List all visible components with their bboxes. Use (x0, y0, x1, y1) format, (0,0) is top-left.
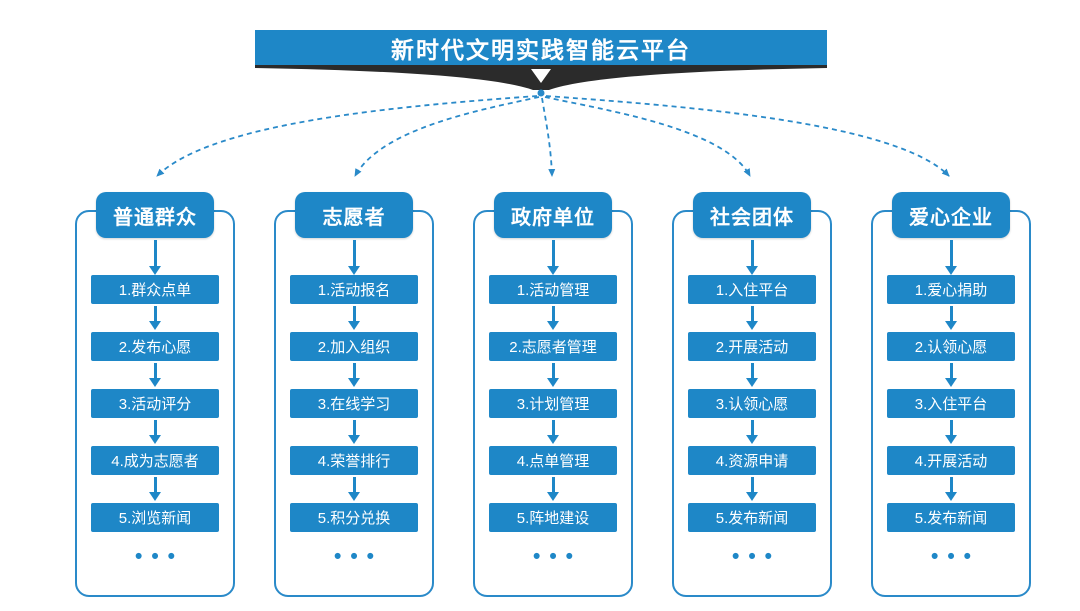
column-header: 社会团体 (693, 192, 811, 238)
flow-step: 5.阵地建设 (489, 503, 617, 532)
flow-step: 2.加入组织 (290, 332, 418, 361)
role-column: 普通群众 1.群众点单 2.发布心愿 3.活动评分 4.成为志愿者 5.浏览新闻 ••• (75, 192, 235, 597)
down-arrow-icon (352, 477, 356, 492)
more-steps-ellipsis: ••• (532, 545, 583, 568)
down-arrow-icon (551, 240, 555, 266)
ribbon-down-arrow-icon (531, 69, 551, 83)
flow-step: 2.认领心愿 (887, 332, 1015, 361)
flow-step: 1.活动报名 (290, 275, 418, 304)
down-arrow-icon (153, 363, 157, 378)
flow-step: 5.发布新闻 (688, 503, 816, 532)
down-arrow-icon (750, 477, 754, 492)
flow-step: 3.在线学习 (290, 389, 418, 418)
down-arrow-icon (750, 306, 754, 321)
down-arrow-icon (153, 477, 157, 492)
down-arrow-icon (153, 306, 157, 321)
down-arrow-icon (949, 477, 953, 492)
flow-step: 4.资源申请 (688, 446, 816, 475)
down-arrow-icon (949, 240, 953, 266)
down-arrow-icon (949, 363, 953, 378)
down-arrow-icon (551, 477, 555, 492)
flow-step: 2.发布心愿 (91, 332, 219, 361)
role-column: 爱心企业 1.爱心捐助 2.认领心愿 3.入住平台 4.开展活动 5.发布新闻 ••• (871, 192, 1031, 597)
flow-step: 5.发布新闻 (887, 503, 1015, 532)
flow-step: 3.认领心愿 (688, 389, 816, 418)
down-arrow-icon (949, 420, 953, 435)
fan-arrow-5 (545, 95, 950, 177)
fan-arrow-4 (544, 96, 751, 177)
down-arrow-icon (551, 306, 555, 321)
flow-step: 1.爱心捐助 (887, 275, 1015, 304)
down-arrow-icon (153, 240, 157, 266)
flow-step: 4.荣誉排行 (290, 446, 418, 475)
flow-step: 3.计划管理 (489, 389, 617, 418)
flow-step: 4.点单管理 (489, 446, 617, 475)
down-arrow-icon (750, 420, 754, 435)
flow-step: 5.积分兑换 (290, 503, 418, 532)
flow-step: 2.开展活动 (688, 332, 816, 361)
down-arrow-icon (750, 240, 754, 266)
down-arrow-icon (352, 306, 356, 321)
down-arrow-icon (352, 420, 356, 435)
column-header: 爱心企业 (892, 192, 1010, 238)
fan-origin-dot (537, 89, 545, 97)
fan-arrow-2 (354, 96, 540, 177)
fan-arrow-3 (541, 97, 556, 177)
column-header: 政府单位 (494, 192, 612, 238)
flow-step: 1.群众点单 (91, 275, 219, 304)
down-arrow-icon (551, 420, 555, 435)
column-header: 普通群众 (96, 192, 214, 238)
down-arrow-icon (352, 363, 356, 378)
more-steps-ellipsis: ••• (333, 545, 384, 568)
column-header: 志愿者 (295, 192, 413, 238)
flow-step: 1.活动管理 (489, 275, 617, 304)
flow-step: 2.志愿者管理 (489, 332, 617, 361)
ribbon-shape (255, 63, 827, 90)
down-arrow-icon (153, 420, 157, 435)
flow-step: 4.成为志愿者 (91, 446, 219, 475)
platform-title: 新时代文明实践智能云平台 (255, 30, 827, 65)
flow-step: 4.开展活动 (887, 446, 1015, 475)
down-arrow-icon (352, 240, 356, 266)
down-arrow-icon (750, 363, 754, 378)
flow-step: 3.入住平台 (887, 389, 1015, 418)
flow-step: 1.入住平台 (688, 275, 816, 304)
more-steps-ellipsis: ••• (930, 545, 981, 568)
fan-arrow-1 (156, 95, 538, 177)
more-steps-ellipsis: ••• (731, 545, 782, 568)
down-arrow-icon (551, 363, 555, 378)
role-column: 志愿者 1.活动报名 2.加入组织 3.在线学习 4.荣誉排行 5.积分兑换 ••• (274, 192, 434, 597)
down-arrow-icon (949, 306, 953, 321)
more-steps-ellipsis: ••• (134, 545, 185, 568)
role-column: 政府单位 1.活动管理 2.志愿者管理 3.计划管理 4.点单管理 5.阵地建设 ••• (473, 192, 633, 597)
flow-step: 3.活动评分 (91, 389, 219, 418)
role-column: 社会团体 1.入住平台 2.开展活动 3.认领心愿 4.资源申请 5.发布新闻 ••• (672, 192, 832, 597)
flow-step: 5.浏览新闻 (91, 503, 219, 532)
